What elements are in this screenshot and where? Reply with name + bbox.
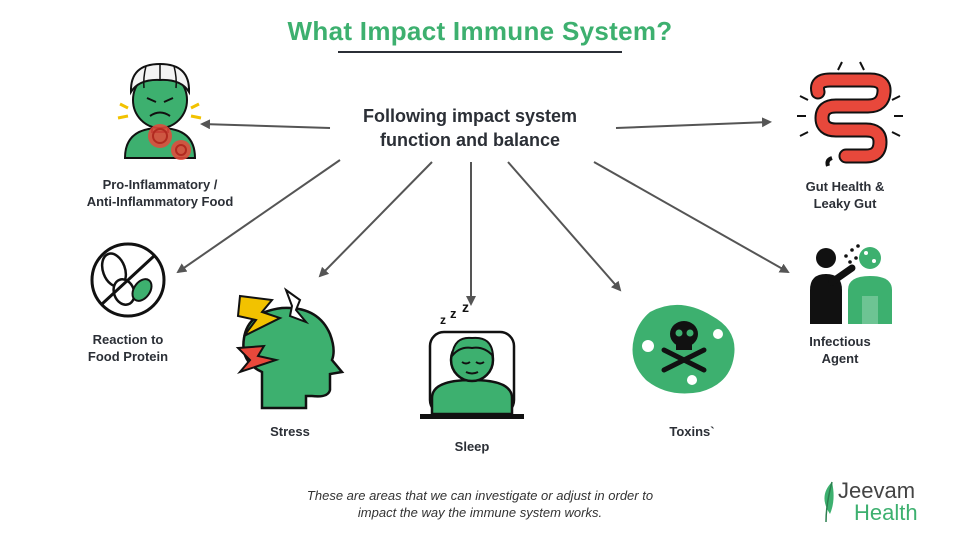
label-inflammatory-food: Pro-Inflammatory / Anti-Inflammatory Foo… [60,176,260,210]
arrow-to-stress [318,161,433,278]
inflamed-person-icon [117,62,202,160]
hub-line-1: Following impact system [362,106,578,126]
label-stress: Stress [250,423,330,440]
page-title: What Impact Immune System? [287,16,673,46]
z1: z [440,313,446,327]
label-gut-health-line-1: Gut Health & [805,179,885,194]
no-peanut-icon [90,242,166,318]
label-food-protein-line-1: Reaction to [92,332,164,347]
z2: z [450,306,457,321]
label-infectious: Infectious Agent [790,333,890,367]
label-gut-health: Gut Health & Leaky Gut [780,178,910,212]
hub-line-2: function and balance [379,130,561,150]
arrow-to-toxins [507,161,622,292]
arrow-to-inflammatory-food [200,119,331,130]
sleeping-person-icon: z z z [420,299,524,419]
connector-arrows [176,117,790,306]
brand-logo: Jeevam Health [816,478,946,528]
z3: z [462,299,469,315]
intestine-icon [797,61,903,167]
label-food-protein-line-2: Food Protein [87,349,169,364]
logo-word-health: Health [854,500,918,525]
label-toxins: Toxins` [652,423,732,440]
toxin-skull-icon [632,304,735,394]
footer-line-2: impact the way the immune system works. [357,505,603,520]
arrow-to-gut-health [615,117,772,129]
label-inflammatory-food-line-1: Pro-Inflammatory / [102,177,218,192]
label-stress-line-1: Stress [270,424,310,439]
footer-note: These are areas that we can investigate … [230,487,730,521]
leaf-icon [824,481,834,523]
label-inflammatory-food-line-2: Anti-Inflammatory Food [86,194,234,209]
footer-line-1: These are areas that we can investigate … [306,488,654,503]
logo-word-jeevam: Jeevam [838,478,916,503]
label-sleep-line-1: Sleep [454,439,490,454]
infection-spread-icon [810,244,892,324]
arrow-to-food-protein [176,159,341,274]
label-food-protein: Reaction to Food Protein [68,331,188,365]
label-toxins-line-1: Toxins` [669,424,715,439]
stress-head-icon [235,287,345,410]
title-underline [338,51,622,53]
label-gut-health-line-2: Leaky Gut [813,196,877,211]
hub-statement: Following impact system function and bal… [320,104,620,152]
arrow-to-infectious [593,161,790,273]
label-infectious-line-1: Infectious [809,334,871,349]
label-sleep: Sleep [432,438,512,455]
label-infectious-line-2: Agent [821,351,859,366]
